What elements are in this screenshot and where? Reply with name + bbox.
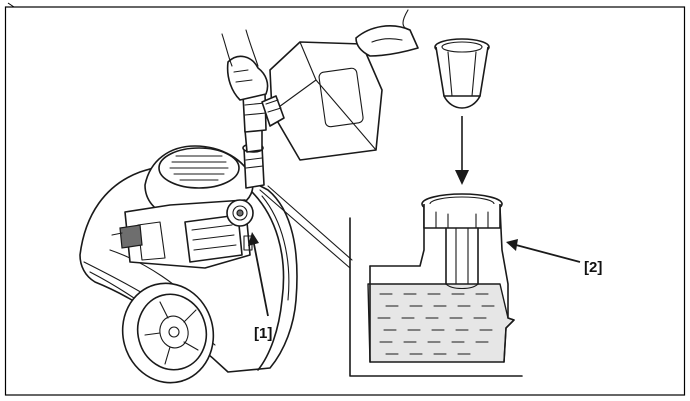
fan-cover-ribs: [169, 155, 229, 181]
callout-1-label: [1]: [254, 325, 272, 342]
diagram-frame: [4, 6, 686, 396]
callout-2-arrow-head: [506, 239, 518, 251]
callout-1-arrow-shaft: [253, 243, 269, 317]
callout-2-arrow-shaft: [515, 244, 581, 263]
mower-wheel: [121, 282, 215, 384]
oil-dash-lines: [377, 293, 495, 355]
removed-dipstick-cap: [434, 38, 490, 109]
oil-container: [261, 9, 419, 161]
lawn-mower: [79, 143, 298, 384]
funnel-in-hand: [221, 29, 269, 153]
callout-1-arrow-head: [248, 232, 259, 246]
insert-arrow-head: [455, 170, 469, 185]
callout-2-label: [2]: [584, 259, 602, 276]
frame-tick: [7, 2, 15, 8]
dipstick-detail-inset: [259, 38, 523, 377]
